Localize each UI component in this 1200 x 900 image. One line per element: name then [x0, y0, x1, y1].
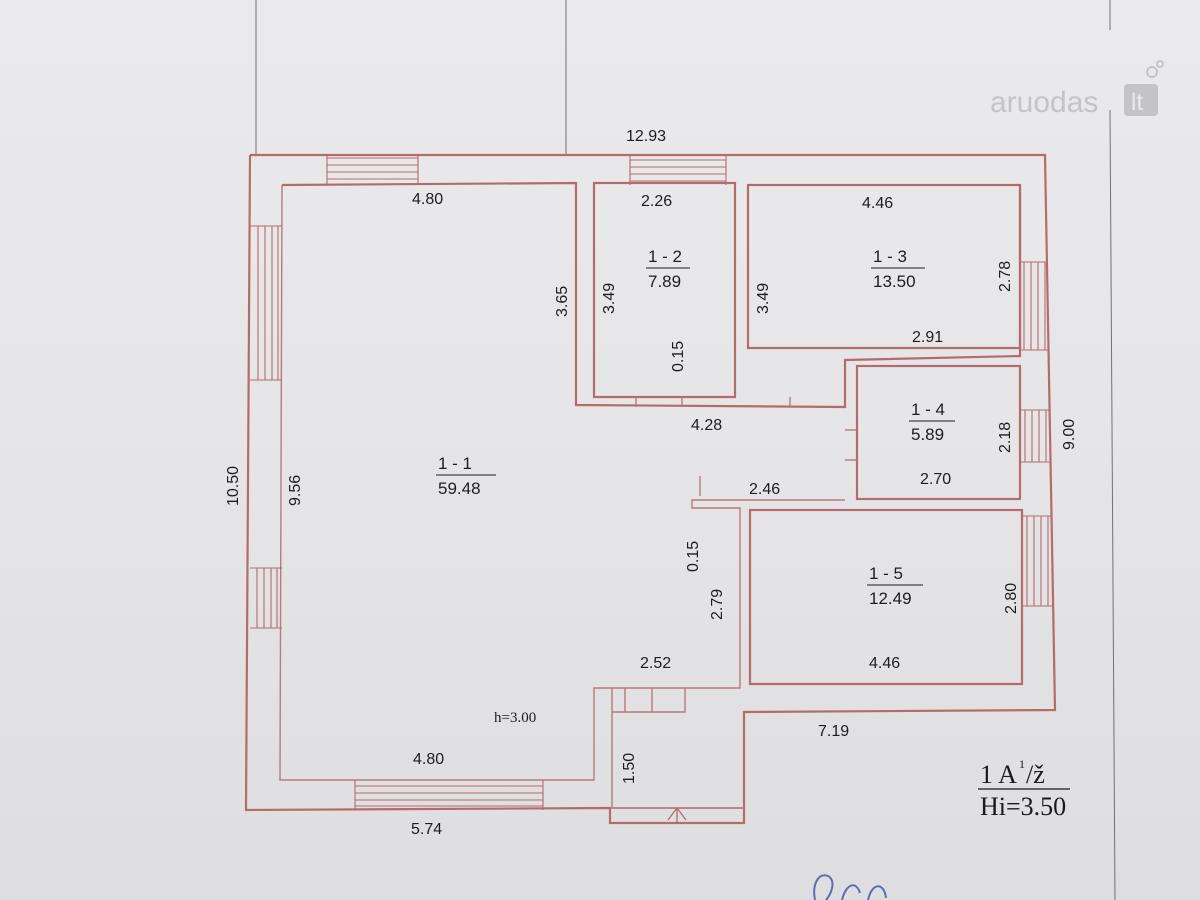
dim-bottom-inner: 4.80 — [413, 751, 444, 768]
room-1-5-id: 1 - 5 — [869, 564, 903, 583]
dim-room3-height: 3.49 — [755, 283, 772, 314]
room-1-3-id: 1 - 3 — [873, 247, 907, 266]
room-label-1-2: 1 - 2 7.89 — [646, 247, 690, 291]
dim-corridor-width: 4.28 — [691, 417, 722, 434]
dimension-labels: 12.93 4.80 2.26 4.46 2.91 4.28 2.70 2.46… — [225, 128, 1078, 838]
dim-hall-height: 2.79 — [709, 589, 726, 620]
watermark-tld: lt — [1131, 89, 1143, 116]
building-stamp: 1 A 1 /ž Hi=3.50 — [978, 757, 1070, 821]
room-1-4-area: 5.89 — [911, 425, 944, 444]
room-1-2-id: 1 - 2 — [648, 247, 682, 266]
dim-room1-divider: 3.65 — [554, 286, 571, 317]
dim-room3-width: 4.46 — [862, 195, 893, 212]
watermark: aruodas lt — [990, 60, 1164, 119]
dim-room3-window: 2.78 — [997, 261, 1014, 292]
dim-room2-width: 2.26 — [641, 193, 672, 210]
dim-bottom-outer: 5.74 — [411, 821, 442, 838]
room-1-5-area: 12.49 — [869, 589, 912, 608]
dim-room4-height: 2.18 — [997, 422, 1014, 453]
dim-room2-height: 3.49 — [601, 283, 618, 314]
stamp-sup: 1 — [1019, 757, 1025, 771]
dim-right-bottom: 7.19 — [818, 723, 849, 740]
dim-left-total: 10.50 — [225, 466, 242, 506]
doors — [624, 397, 857, 823]
dim-room5-height: 2.80 — [1003, 583, 1020, 614]
stamp-line1: 1 A — [980, 760, 1017, 789]
dim-top-total: 12.93 — [626, 128, 666, 145]
dim-right-total: 9.00 — [1061, 419, 1078, 450]
room-1-1-area: 59.48 — [438, 479, 481, 498]
dim-corridor-bottom: 2.46 — [749, 481, 780, 498]
handwritten-scribble — [813, 874, 887, 900]
dim-top-left: 4.80 — [412, 191, 443, 208]
dim-wall-a: 0.15 — [670, 341, 687, 372]
dim-left-inner: 9.56 — [287, 475, 304, 506]
windows — [250, 155, 1052, 810]
ceiling-height: h=3.00 — [494, 710, 536, 726]
dim-hall-width: 2.52 — [640, 655, 671, 672]
dim-room4-width: 2.70 — [920, 471, 951, 488]
room-label-1-5: 1 - 5 12.49 — [867, 564, 923, 608]
room-label-1-4: 1 - 4 5.89 — [909, 400, 955, 444]
room-1-2-area: 7.89 — [648, 272, 681, 291]
dim-porch-depth: 1.50 — [621, 753, 638, 784]
room-1-3-area: 13.50 — [873, 272, 916, 291]
partitions — [592, 181, 1024, 686]
room-1-1-id: 1 - 1 — [438, 454, 472, 473]
room-label-1-3: 1 - 3 13.50 — [871, 247, 925, 291]
watermark-brand: aruodas — [990, 86, 1098, 119]
dim-room5-width: 4.46 — [869, 655, 900, 672]
paper-guides — [255, 0, 1116, 900]
dim-wall-b: 0.15 — [685, 541, 702, 572]
room-labels: 1 - 1 59.48 1 - 2 7.89 1 - 3 13.50 1 - 4… — [436, 247, 955, 608]
room-label-1-1: 1 - 1 59.48 — [436, 454, 496, 498]
stamp-line2: Hi=3.50 — [980, 792, 1066, 821]
dim-room3-bottom: 2.91 — [912, 329, 943, 346]
stamp-line1-tail: /ž — [1026, 760, 1045, 789]
room-1-4-id: 1 - 4 — [911, 400, 945, 419]
